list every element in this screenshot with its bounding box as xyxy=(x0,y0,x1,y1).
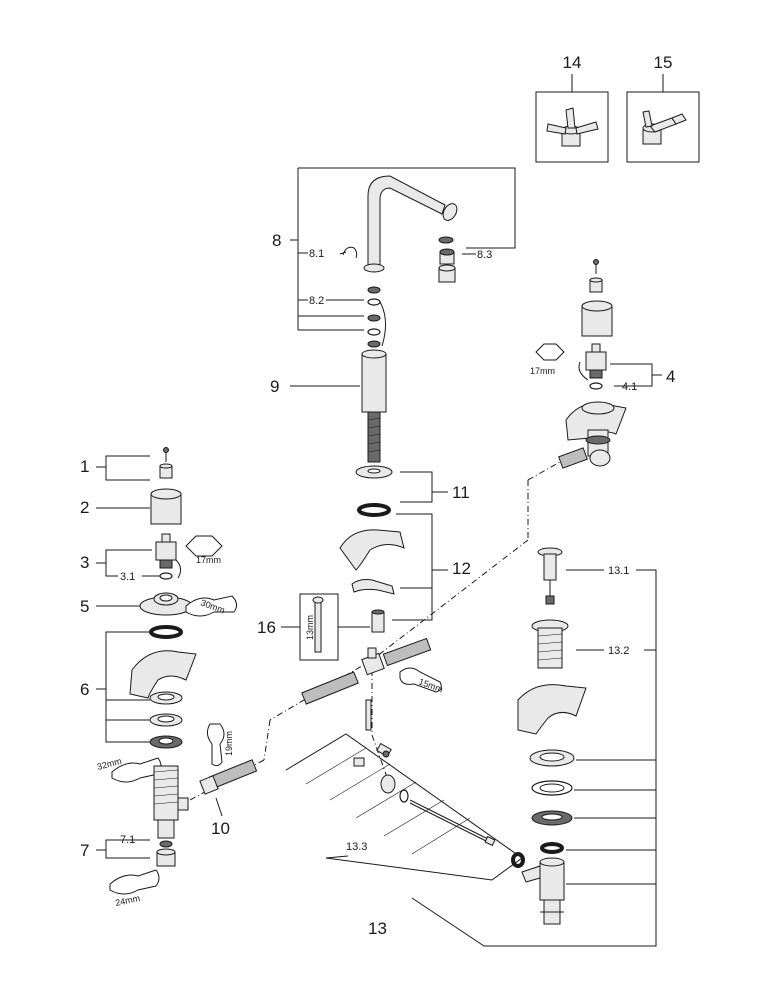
wrench-size-7: 24mm xyxy=(114,893,141,908)
callout-6: 6 xyxy=(80,680,89,699)
handle-sleeve-2 xyxy=(150,488,182,525)
callout-8: 8 xyxy=(272,231,281,250)
callout-12: 12 xyxy=(452,559,471,578)
seals-and-nuts-6 xyxy=(129,625,197,749)
left-valve-group: 1 2 3 3.1 17mm xyxy=(80,447,238,908)
callout-5: 5 xyxy=(80,597,89,616)
callout-13-2: 13.2 xyxy=(608,645,629,657)
callout-16: 16 xyxy=(257,618,276,637)
option-15-lever-handle: 15 xyxy=(626,53,700,163)
hose-right xyxy=(382,637,432,667)
drain-seal xyxy=(540,842,564,854)
screw-and-cap-1 xyxy=(159,447,173,479)
counter-section xyxy=(339,529,405,571)
callout-13-1: 13.1 xyxy=(608,565,629,577)
drain-counter-section xyxy=(517,684,587,735)
callout-13-3: 13.3 xyxy=(346,841,367,853)
fixing-nut xyxy=(371,611,385,633)
hex-tool-right: 17mm xyxy=(530,343,565,376)
valve-body-right xyxy=(558,401,627,469)
callout-8-2: 8.2 xyxy=(309,295,324,307)
spout-assembly-8: 8 8.1 8.2 8.3 xyxy=(272,167,516,348)
callout-8-1: 8.1 xyxy=(309,248,324,260)
spout-body xyxy=(363,175,458,273)
hex-size-left: 17mm xyxy=(196,555,221,565)
gauge-16: 16 13mm xyxy=(257,593,370,661)
pop-up-plug-13-1 xyxy=(537,547,563,605)
valve-body-left xyxy=(153,765,189,839)
right-valve-group: 4 4.1 17mm xyxy=(530,259,675,469)
callout-10: 10 xyxy=(211,819,230,838)
faucet-body-9: 9 xyxy=(270,349,387,463)
right-handle xyxy=(581,259,613,337)
drain-tailpiece xyxy=(539,857,565,925)
drain-body-13-2 xyxy=(531,619,569,669)
wrench-size-hose: 15mm xyxy=(417,676,444,694)
hex-tool-left: 17mm xyxy=(185,535,223,565)
nut-7 xyxy=(156,840,176,867)
wrench-size-10: 19mm xyxy=(224,731,234,756)
clip-8-1 xyxy=(339,246,358,259)
callout-3-1: 3.1 xyxy=(120,571,135,583)
wrench-15mm: 15mm xyxy=(399,667,444,694)
callout-8-3: 8.3 xyxy=(477,249,492,261)
callout-1: 1 xyxy=(80,457,89,476)
callout-4: 4 xyxy=(666,367,675,386)
wrench-19mm: 19mm xyxy=(206,723,234,767)
callout-13: 13 xyxy=(368,919,387,938)
seals-8-2 xyxy=(367,286,386,348)
cartridge-4 xyxy=(578,343,607,390)
callout-2: 2 xyxy=(80,498,89,517)
wrench-24mm: 24mm xyxy=(109,869,160,908)
connector-10 xyxy=(199,775,219,795)
horseshoe-washer xyxy=(351,579,395,595)
drain-assembly-13: 13.1 13.2 13 xyxy=(285,547,657,947)
callout-14: 14 xyxy=(563,53,582,72)
callout-3: 3 xyxy=(80,553,89,572)
gauge-size: 13mm xyxy=(305,615,315,640)
cross-handle-icon xyxy=(546,107,599,147)
callout-9: 9 xyxy=(270,377,279,396)
lever-handle-icon xyxy=(642,110,687,145)
aerator-8-3 xyxy=(438,236,456,283)
escutcheon-5 xyxy=(139,592,193,616)
mounting-kit-12: 12 xyxy=(339,513,471,633)
callout-11: 11 xyxy=(452,483,470,502)
callout-7: 7 xyxy=(80,841,89,860)
lift-rod-parts xyxy=(353,742,541,883)
wrench-32mm: 32mm xyxy=(96,756,162,783)
callout-7-1: 7.1 xyxy=(120,834,135,846)
wrench-30mm: 30mm xyxy=(185,595,238,617)
callout-15: 15 xyxy=(654,53,673,72)
tee-connector xyxy=(361,647,385,676)
option-14-cross-handle: 14 xyxy=(535,53,609,163)
hoses: 15mm 19mm 10 xyxy=(189,461,561,838)
hose-left xyxy=(301,671,359,705)
callout-4-1: 4.1 xyxy=(622,381,637,393)
washer-11: 11 xyxy=(355,465,470,517)
hex-size-right: 17mm xyxy=(530,366,555,376)
cartridge-3 xyxy=(155,533,182,580)
